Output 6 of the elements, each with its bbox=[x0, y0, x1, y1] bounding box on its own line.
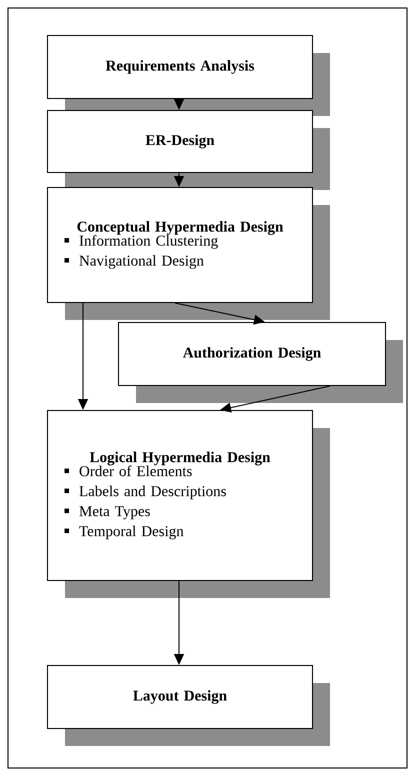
process-box: Conceptual Hypermedia Design Information Clustering Navigational Design bbox=[47, 187, 330, 320]
process-box: Layout Design bbox=[47, 665, 330, 746]
process-box: Requirements Analysis bbox=[47, 35, 330, 116]
process-box: Authorization Design bbox=[118, 322, 403, 403]
process-box: Logical Hypermedia Design Order of Elements Labels and Descriptions Meta Types Temporal Design bbox=[47, 410, 330, 598]
process-box: ER-Design bbox=[47, 110, 330, 190]
